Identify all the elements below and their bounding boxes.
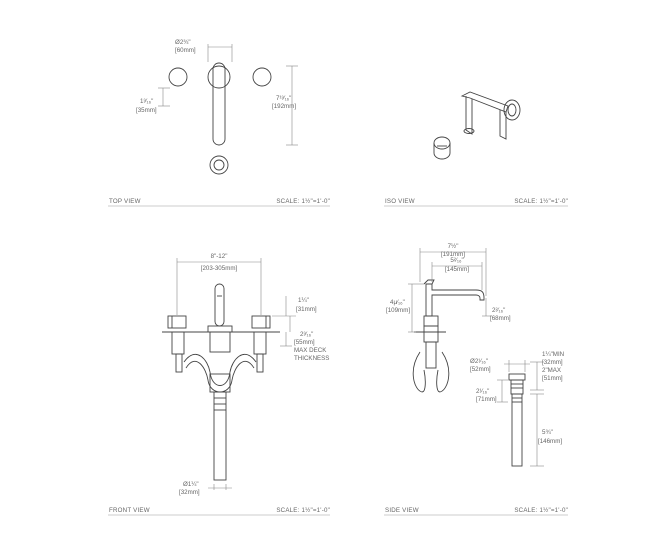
dim-side-spout-drop: 2²⁄₁₆" (492, 307, 505, 314)
iso-view-scale: SCALE: 1½"=1'-0" (514, 198, 568, 205)
iso-spout-arm (460, 91, 509, 113)
dim-side-height: 4µ⁄₁₆" (390, 299, 405, 306)
dim-front-deck-met: [55mm] (294, 339, 315, 346)
dim-front-height-met: [31mm] (296, 306, 317, 313)
dim-side-drain-max-met: [51mm] (542, 375, 563, 382)
dim-side-overall: 7½" (448, 243, 459, 250)
iso-view-label: ISO VIEW (385, 198, 415, 205)
dim-side-drain-cap: 2¹⁄₁₆" (476, 388, 489, 395)
dim-front-deck: 2³⁄₁₆" (300, 331, 313, 338)
dim-side-drain-dia: Ø2¹⁄₁₆" (470, 358, 488, 365)
side-drain-cap (508, 373, 526, 381)
dim-side-drain-min: 1¼"MIN (542, 351, 564, 358)
dim-side-drain-len: 5¾" (542, 429, 553, 436)
dim-top-handle: 1³⁄₁₆" (140, 98, 153, 105)
top-view: Ø2¾" [60mm] 1³⁄₁₆" [35mm] 7¹³⁄₁₆" [192mm… (108, 39, 330, 207)
top-left-handle (168, 67, 188, 87)
front-spout (214, 283, 225, 327)
front-drain-pipe (213, 391, 227, 481)
side-view: 7½" [191mm] 5²⁄₁₆" [145mm] 4µ⁄₁₆" [109mm… (384, 243, 568, 516)
front-view-label: FRONT VIEW (109, 507, 150, 514)
dim-side-height-met: [109mm] (386, 307, 410, 314)
side-hose-right (436, 351, 450, 393)
front-valve-hoses (183, 354, 257, 386)
dim-top-spout-len-met: [192mm] (272, 103, 296, 110)
dim-top-handle-met: [35mm] (136, 107, 157, 114)
iso-left-handle (433, 136, 451, 150)
iso-spout-body (465, 96, 473, 135)
top-drain-outer (209, 155, 229, 175)
dim-side-drain-max: 2"MAX (542, 367, 561, 374)
front-view-scale: SCALE: 1½"=1'-0" (276, 507, 330, 514)
top-drain-inner (213, 159, 225, 171)
side-spout (425, 283, 485, 317)
iso-view: ISO VIEW SCALE: 1½"=1'-0" (384, 91, 568, 207)
iso-right-handle (503, 99, 521, 121)
side-drain-pipe (511, 393, 523, 467)
top-right-handle (252, 67, 272, 87)
side-hose-left (412, 351, 426, 393)
dim-side-drain-len-met: [146mm] (538, 438, 562, 445)
top-spout (212, 62, 226, 146)
front-view: 8"-12" [203-305mm] 1¼" [31mm] 2³⁄₁₆" [55… (108, 253, 330, 516)
front-right-handle (251, 315, 271, 329)
dim-front-drain-dia: Ø1¼" (183, 481, 199, 488)
side-spout-base (423, 315, 439, 327)
top-spout-base (207, 65, 231, 89)
side-view-label: SIDE VIEW (385, 507, 419, 514)
dim-side-overall-met: [191mm] (441, 251, 465, 258)
front-left-handle (167, 315, 187, 329)
dim-side-drain-cap-met: [71mm] (476, 396, 497, 403)
front-spout-base (207, 325, 233, 333)
dim-top-spout-len: 7¹³⁄₁₆" (276, 95, 291, 102)
dim-side-drain-min-met: [32mm] (542, 359, 563, 366)
dim-front-deck-note2: THICKNESS (294, 355, 329, 362)
top-view-scale: SCALE: 1½"=1'-0" (276, 198, 330, 205)
dim-front-deck-note1: MAX DECK (294, 347, 327, 354)
dim-side-spout-drop-met: [68mm] (490, 315, 511, 322)
dim-front-drain-dia-met: [32mm] (179, 489, 200, 496)
dim-side-drain-dia-met: [52mm] (470, 366, 491, 373)
dim-front-spread: 8"-12" (211, 253, 228, 260)
dim-front-height: 1¼" (298, 297, 309, 304)
side-view-scale: SCALE: 1½"=1'-0" (514, 507, 568, 514)
iso-spout-down (499, 110, 507, 140)
dim-top-spout-dia: Ø2¾" (175, 39, 191, 46)
dim-side-reach: 5²⁄₁₆" (450, 257, 463, 264)
dim-top-spout-dia-met: [60mm] (175, 47, 196, 54)
dim-front-spread-met: [203-305mm] (201, 265, 238, 272)
dim-side-reach-met: [145mm] (445, 266, 469, 273)
top-view-label: TOP VIEW (109, 198, 141, 205)
